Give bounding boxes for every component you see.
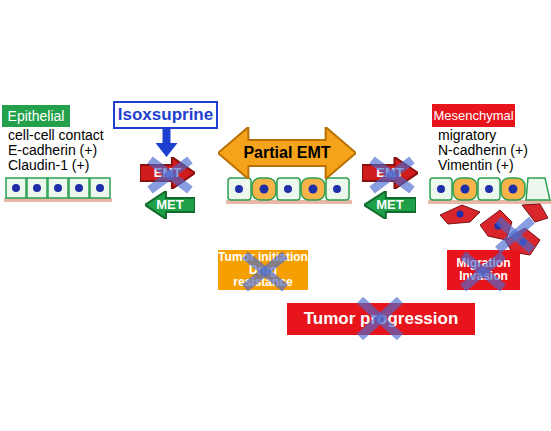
cell-nuclei xyxy=(457,211,527,246)
drug-box: Isoxsuprine xyxy=(113,101,218,129)
transition-arrow: MET xyxy=(145,191,195,219)
cell-nuclei xyxy=(437,185,518,194)
transition-arrow: MET xyxy=(364,191,416,219)
mesenchymal-cells xyxy=(430,178,550,200)
property-text: cell-cell contact xyxy=(8,128,104,143)
node-text: Mesenchymal xyxy=(433,109,513,123)
property-text: E-cadherin (+) xyxy=(8,143,97,158)
node-text: Tumor progression xyxy=(304,310,459,328)
epithelial-cells xyxy=(6,178,110,198)
double-arrow: Partial EMT xyxy=(218,127,356,179)
basement-membrane xyxy=(226,200,352,204)
state-label: Epithelial xyxy=(2,105,70,127)
property-text: N-cadherin (+) xyxy=(438,143,528,158)
transition-arrow: EMT xyxy=(140,157,195,189)
node-text: Migration Invasion xyxy=(447,257,520,282)
inhibition-cross xyxy=(150,160,532,337)
property-text: Claudin-1 (+) xyxy=(8,158,89,173)
basement-membrane xyxy=(4,198,112,202)
basement-membrane xyxy=(428,200,551,204)
state-label: Mesenchymal xyxy=(432,104,515,127)
node-text: EMT xyxy=(376,166,403,180)
outcome-box: Tumor progression xyxy=(287,303,475,335)
node-text: Partial EMT xyxy=(243,145,330,162)
transition-arrow: EMT xyxy=(362,157,418,189)
node-text: MET xyxy=(156,198,183,212)
partial-emt-cells xyxy=(228,178,349,200)
cell-nuclei xyxy=(235,185,341,194)
node-text: Isoxsuprine xyxy=(118,106,213,124)
migrating-cells xyxy=(440,204,548,255)
outcome-box: Migration Invasion xyxy=(447,250,520,290)
property-text: Vimentin (+) xyxy=(438,158,514,173)
inhibition-arrow xyxy=(156,129,178,157)
node-text: MET xyxy=(376,198,403,212)
node-text: EMT xyxy=(154,166,181,180)
node-text: Tumor initiation Drug resistance xyxy=(218,251,308,289)
node-text: Epithelial xyxy=(8,109,65,124)
cell-nuclei xyxy=(12,184,104,192)
property-text: migratory xyxy=(438,128,496,143)
outcome-box: Tumor initiation Drug resistance xyxy=(218,250,308,290)
